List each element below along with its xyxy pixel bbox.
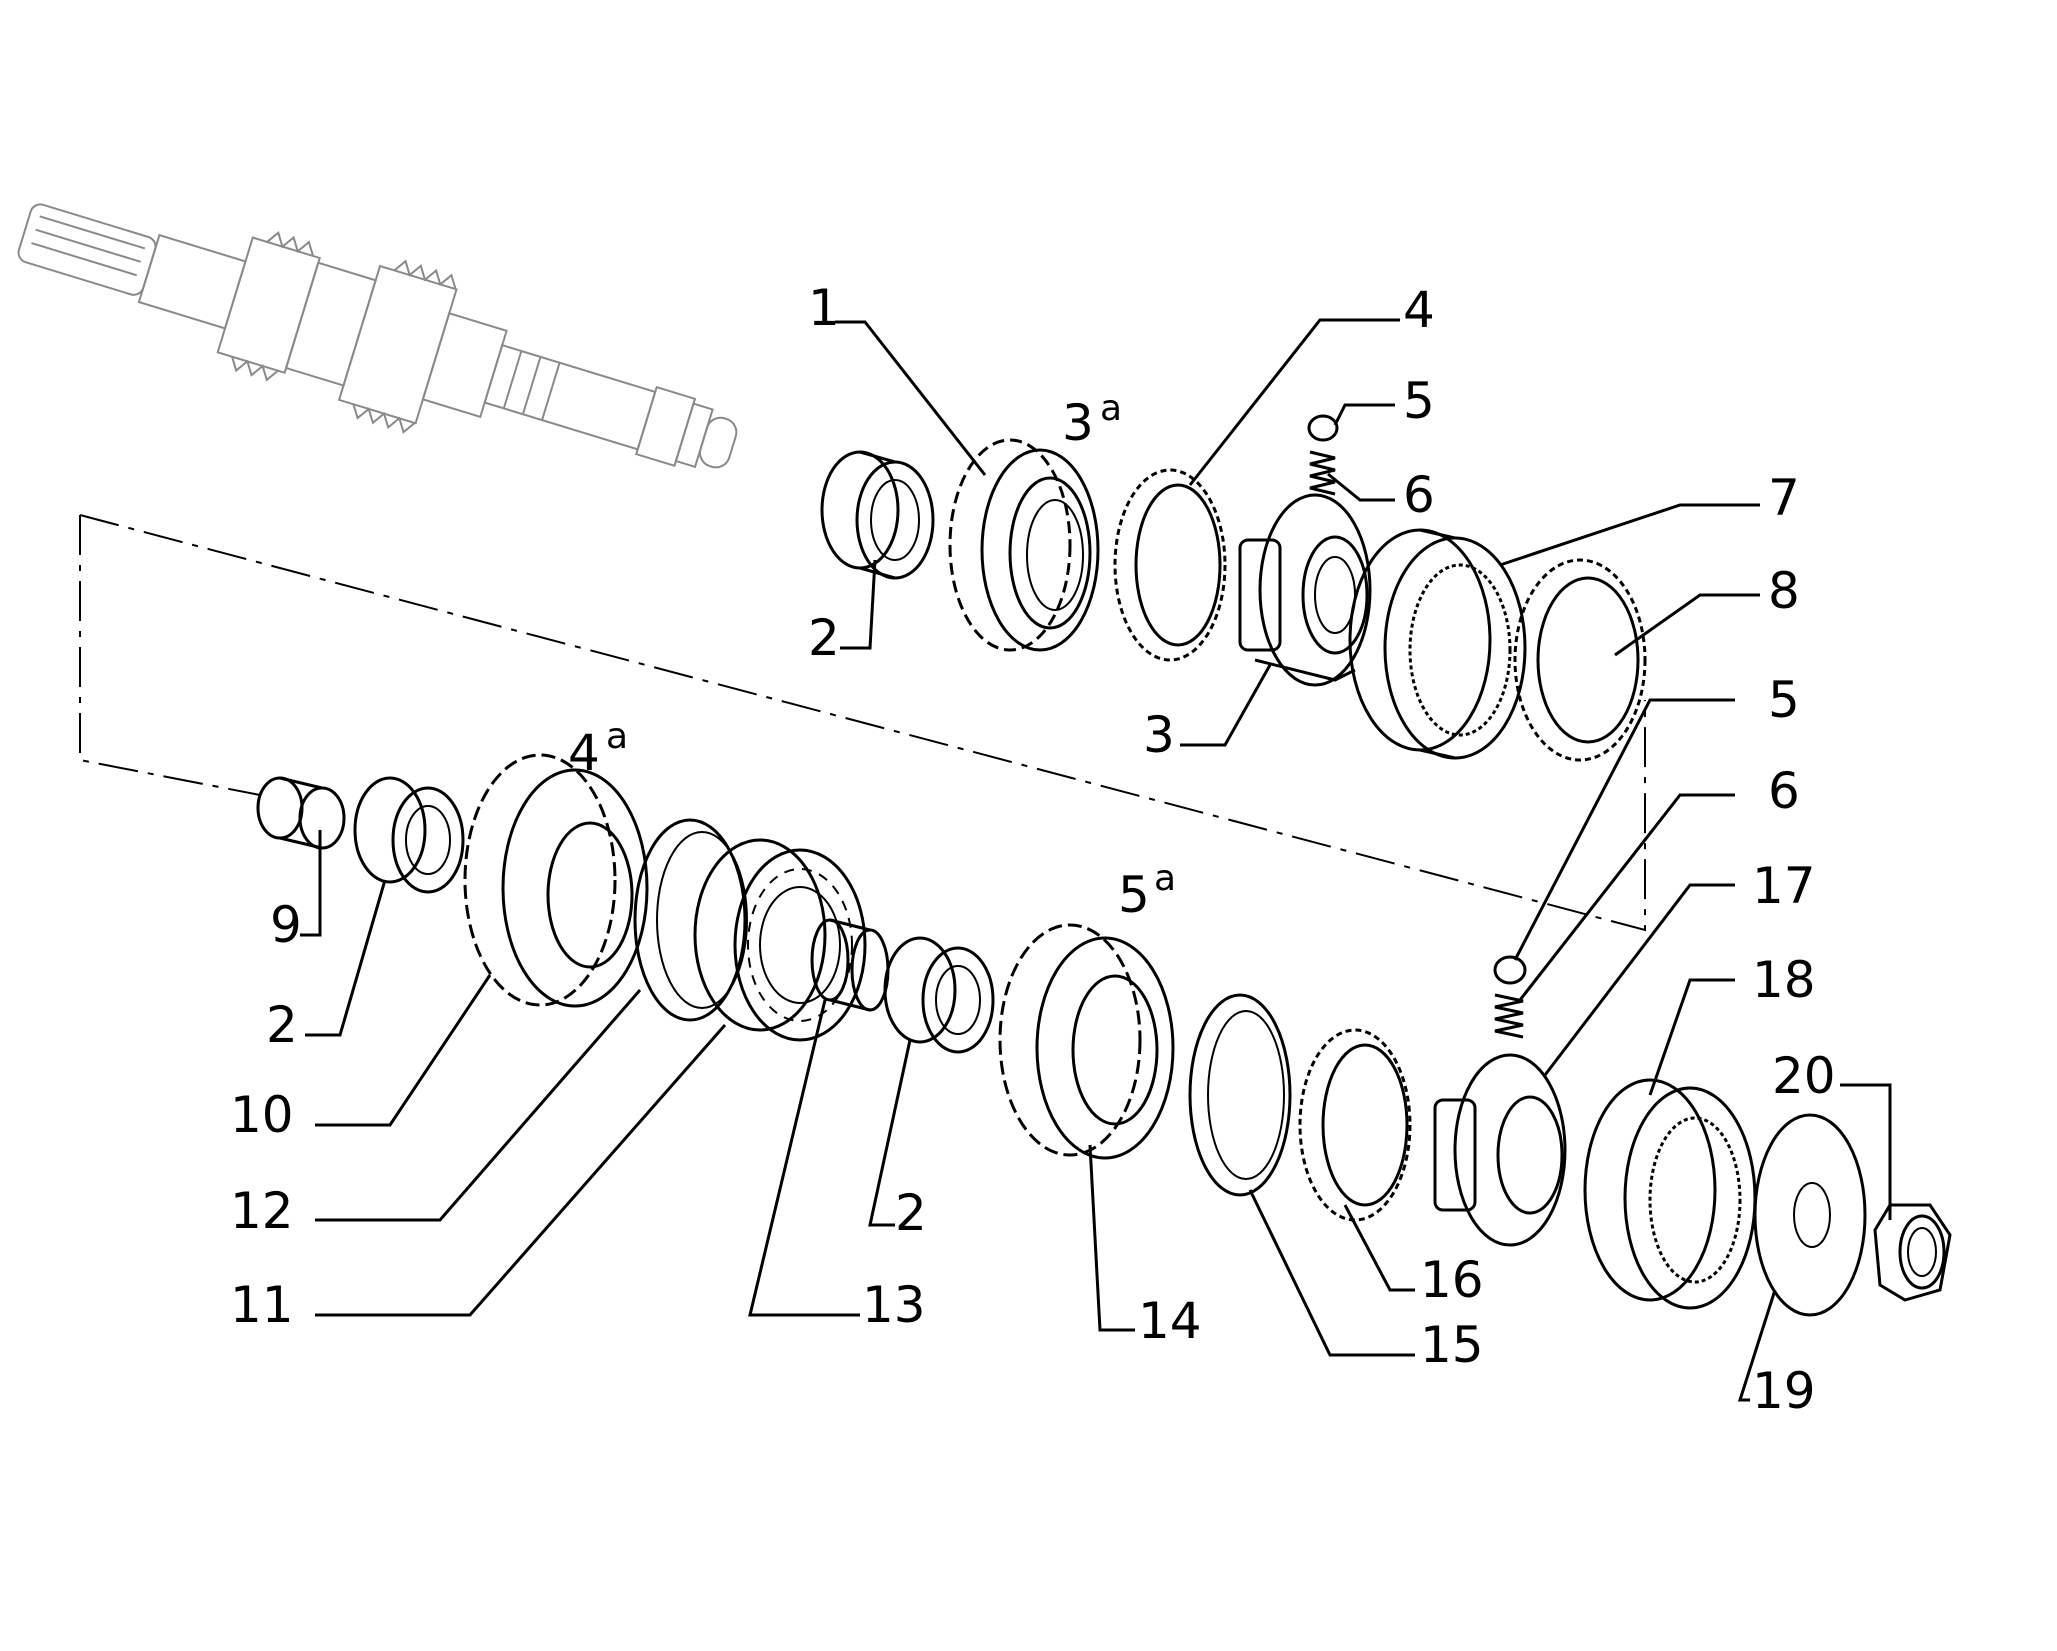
ball-detent-upper	[1307, 414, 1339, 442]
label-2-upper: 2	[808, 609, 840, 667]
label-18: 18	[1752, 951, 1816, 1009]
label-4a: 4	[568, 724, 600, 782]
label-2-lower-left: 2	[266, 996, 298, 1054]
label-10: 10	[230, 1086, 294, 1144]
needle-bearing-lower-right	[883, 936, 995, 1054]
label-19: 19	[1752, 1362, 1816, 1420]
synchro-ring-4	[1113, 468, 1227, 662]
synchro-ring-16	[1298, 1028, 1412, 1222]
label-12: 12	[230, 1182, 294, 1240]
label-3a: 3	[1062, 394, 1094, 452]
leader-lines	[300, 318, 1892, 1402]
label-4: 4	[1403, 281, 1435, 339]
label-5-upper: 5	[1403, 372, 1435, 430]
label-5-lower: 5	[1768, 671, 1800, 729]
label-14: 14	[1138, 1292, 1202, 1350]
needle-bearing-upper	[820, 450, 935, 580]
gear-14	[998, 923, 1175, 1160]
label-5a-sup: a	[1154, 858, 1176, 899]
reference-shaft	[17, 203, 738, 469]
label-9: 9	[270, 896, 302, 954]
bush-9	[256, 776, 346, 850]
label-17: 17	[1752, 857, 1816, 915]
synchro-ring-8	[1513, 558, 1647, 762]
label-11: 11	[230, 1276, 294, 1334]
label-20: 20	[1772, 1047, 1836, 1105]
label-6-upper: 6	[1403, 466, 1435, 524]
ball-bearing-11	[693, 838, 867, 1042]
snap-ring-12	[633, 818, 748, 1022]
label-16: 16	[1420, 1251, 1484, 1309]
spring-upper	[1309, 450, 1336, 496]
sliding-sleeve-7	[1348, 528, 1527, 760]
label-6-lower: 6	[1768, 762, 1800, 820]
washer-15	[1188, 993, 1292, 1197]
lock-plate-19	[1753, 1113, 1867, 1317]
label-2-lower-right: 2	[895, 1184, 927, 1242]
label-4a-sup: a	[606, 716, 628, 757]
label-1: 1	[808, 279, 840, 337]
callout-labels: 1 3 a 4 5 6 7 8 2 3 5 6 17 18 20 4 a 5 a…	[230, 279, 1836, 1420]
ball-detent-lower	[1493, 955, 1527, 985]
label-7: 7	[1768, 469, 1800, 527]
sliding-sleeve-18	[1583, 1078, 1757, 1310]
needle-bearing-lower-left	[353, 776, 465, 894]
label-8: 8	[1768, 562, 1800, 620]
gear-1	[948, 438, 1100, 652]
label-3: 3	[1143, 706, 1175, 764]
label-13: 13	[862, 1276, 926, 1334]
synchro-hub-17	[1433, 1053, 1567, 1247]
nut-20	[1873, 1203, 1952, 1302]
alignment-lines	[79, 514, 1646, 932]
gear-10	[463, 753, 649, 1008]
label-3a-sup: a	[1100, 388, 1122, 429]
label-15: 15	[1420, 1316, 1484, 1374]
label-5a: 5	[1118, 866, 1150, 924]
spring-lower	[1494, 993, 1524, 1039]
